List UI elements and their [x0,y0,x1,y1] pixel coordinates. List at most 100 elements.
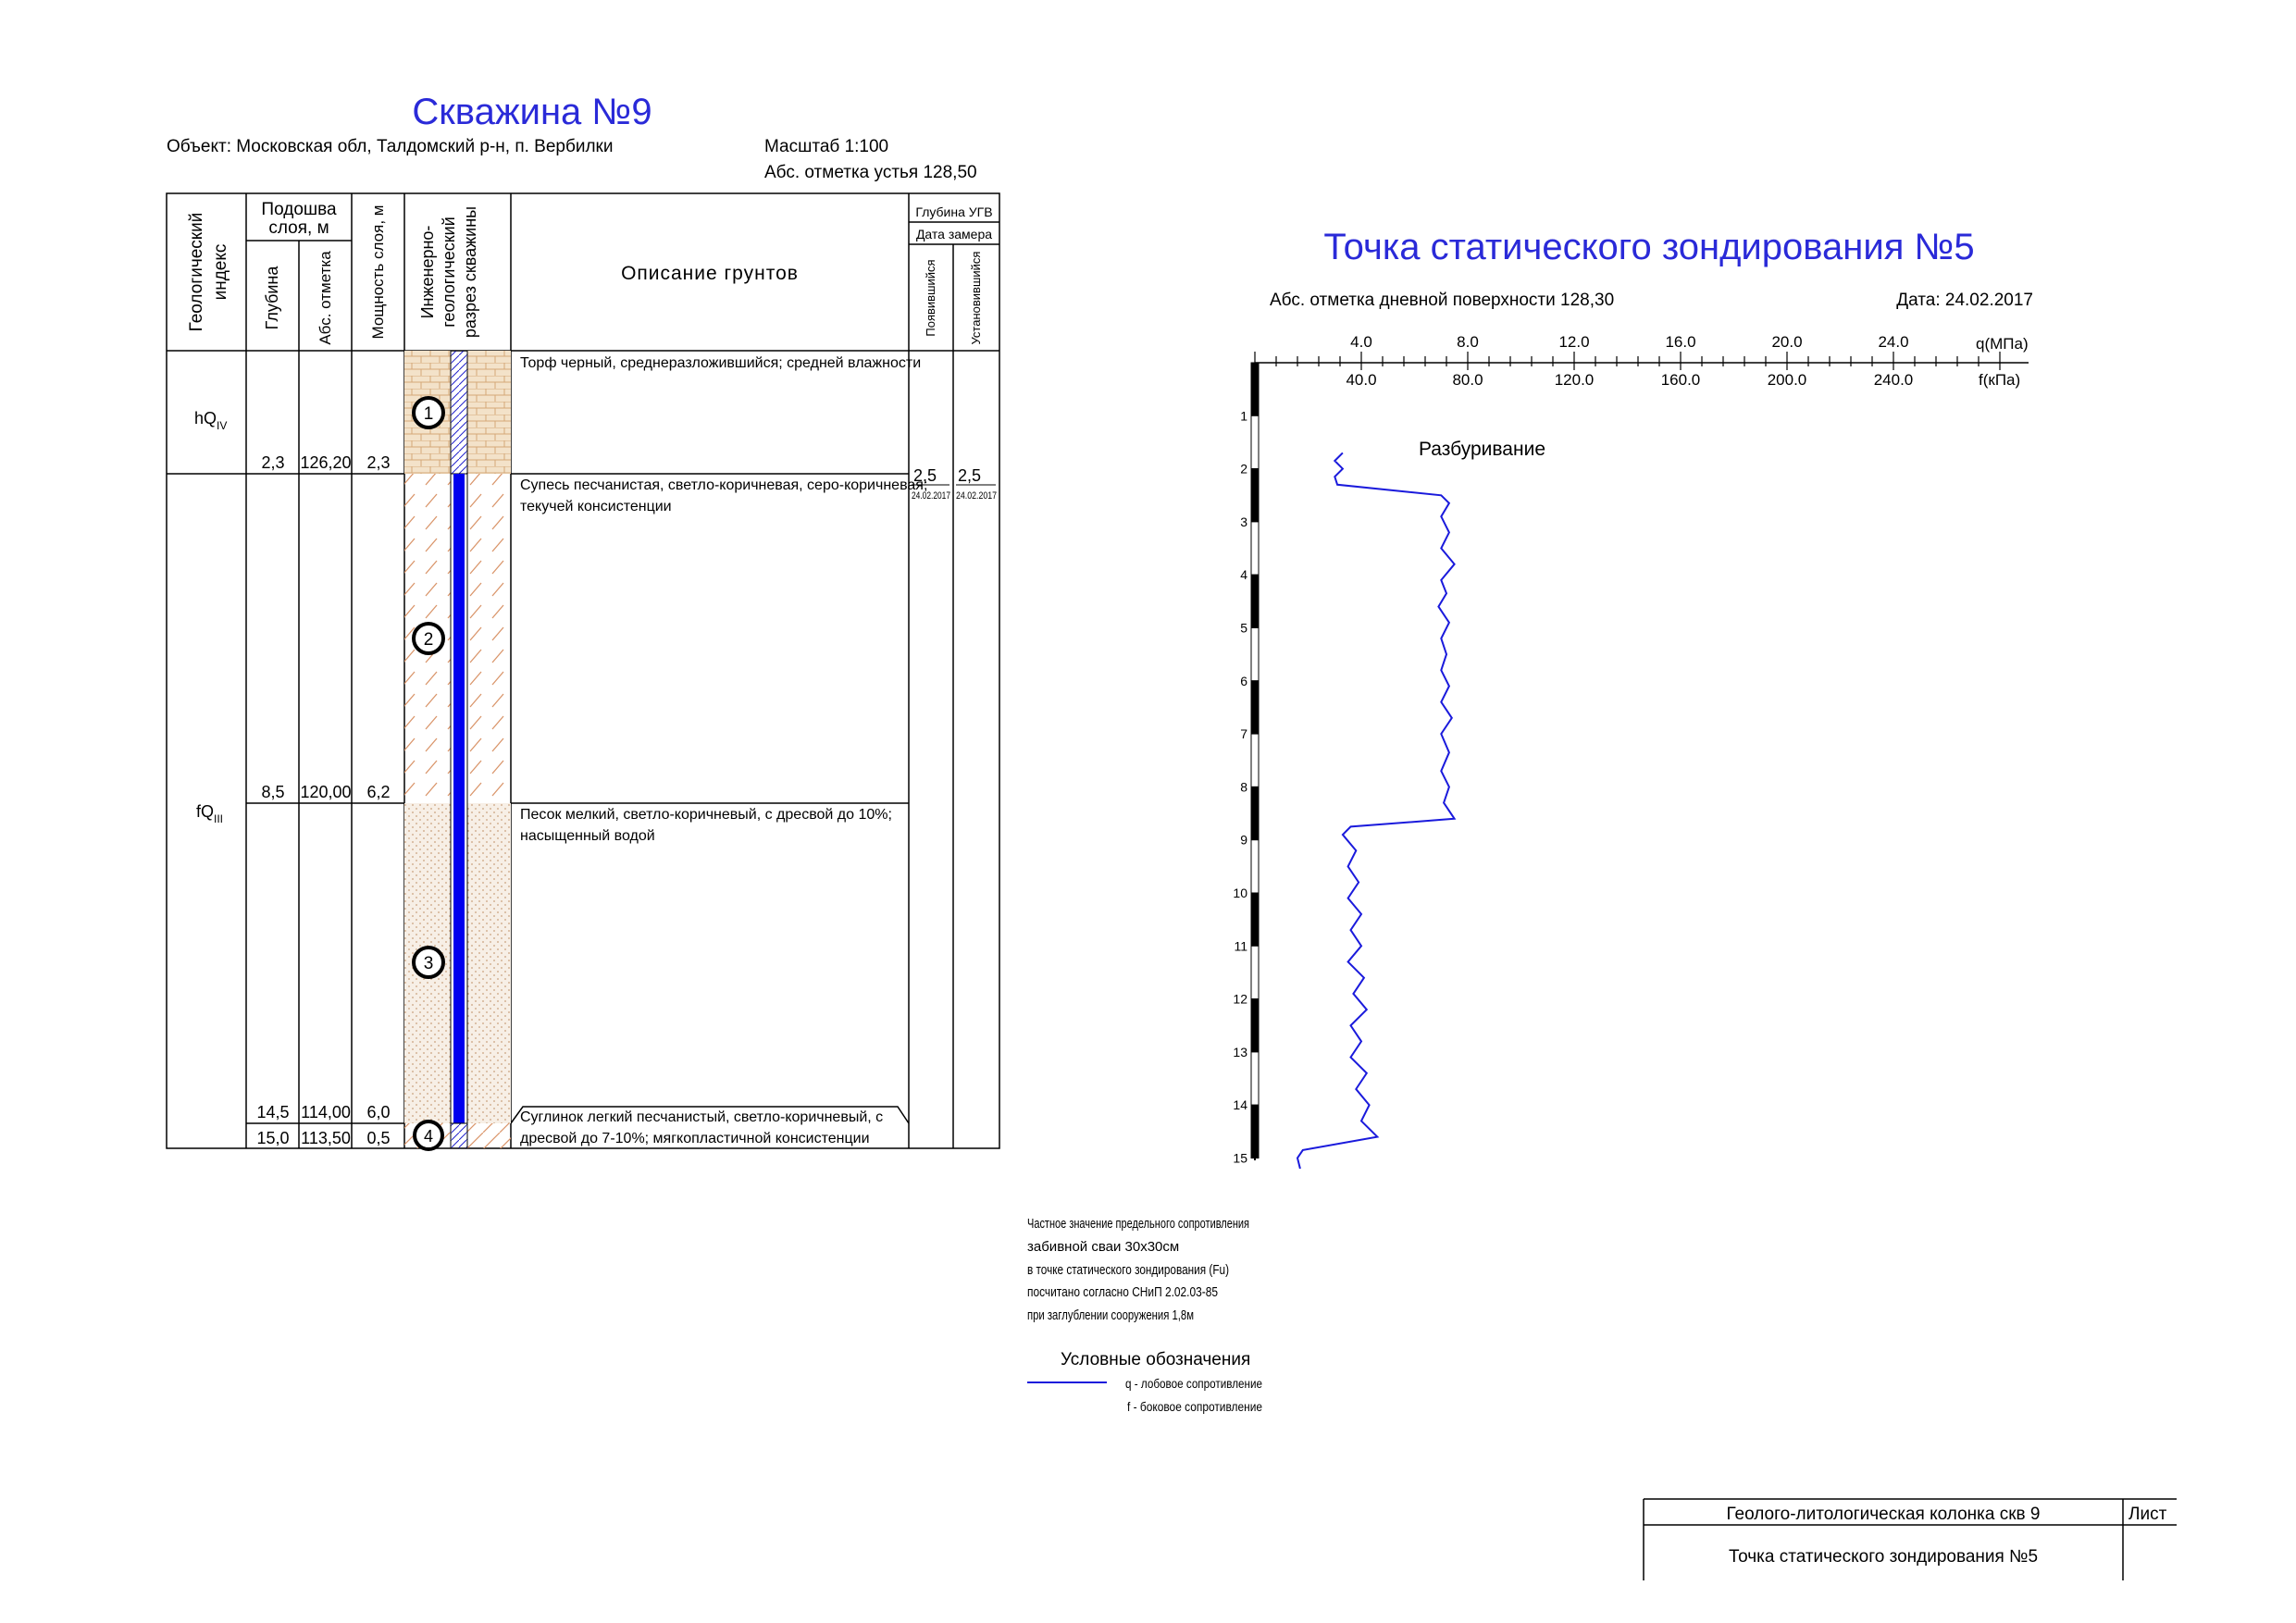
q-tick-marks [1254,352,2001,370]
layer4-thick: 0,5 [366,1129,390,1147]
header-section-1: Инженерно- [418,226,437,319]
layer3-description-2: насыщенный водой [520,828,655,844]
depth-tick-label: 1 [1240,408,1247,423]
depth-axis-segment [1250,786,1260,841]
stamp-subtitle: Точка статического зондирования №5 [1729,1547,2038,1567]
note-line-5: при заглублении сооружения 1,8м [1027,1307,1194,1323]
depth-tick-label: 14 [1233,1097,1247,1112]
sand-hatch-right [467,803,511,1123]
header-depth: Глубина [263,266,281,330]
depth-axis-segment [1250,945,1260,1000]
peat-hatch-right [467,351,511,474]
layer3-marker [412,946,445,979]
depth-axis-segment [1250,1104,1260,1158]
header-section-2: геологический [440,217,458,328]
cpt-elevation: Абс. отметка дневной поверхности 128,30 [1270,291,1614,310]
header-sole-1: Подошва [261,200,337,219]
svg-text:hQIV: hQIV [194,409,227,432]
header-established: Установившийся [969,252,983,345]
depth-axis-segment [1250,574,1260,629]
object-line: Объект: Московская обл, Талдомский р-н, … [167,137,614,156]
layer4-marker [413,1120,444,1151]
layer3-thick: 6,0 [366,1103,390,1121]
sandy-loam-hatch-right [467,474,511,803]
layer1-marker [412,396,445,429]
depth-tick-label: 12 [1233,992,1247,1007]
layer3-description-1: Песок мелкий, светло-коричневый, с дресв… [520,807,892,823]
ugv-established-date: 24.02.2017 [956,490,997,502]
depth-axis-segment [1250,521,1260,576]
ugv-appeared-date: 24.02.2017 [912,490,950,502]
depth-axis-segment [1250,839,1260,894]
layer4-depth: 15,0 [256,1129,289,1147]
depth-tick-label: 7 [1240,726,1247,741]
depth-tick-label: 3 [1240,514,1247,529]
stamp-sheet-label: Лист [2128,1505,2167,1524]
elevation-line: Абс. отметка устья 128,50 [764,163,977,182]
layer3-number: 3 [424,954,434,973]
layer1-depth: 2,3 [261,453,284,472]
depth-axis-segment [1250,998,1260,1053]
legend-f-text: f - боковое сопротивление [1127,1399,1262,1414]
casing-lower [450,1122,468,1149]
layer4-description-2: дресвой до 7-10%; мягкопластичной консис… [520,1131,870,1146]
legend-title: Условные обозначения [1061,1350,1250,1369]
f-tick-label: 40.0 [1346,371,1376,389]
layer4-number: 4 [424,1127,433,1146]
geo-index-fq: fQIII [196,802,223,825]
note-line-2: забивной сваи 30х30см [1027,1239,1179,1255]
layer1-abs: 126,20 [300,453,351,472]
depth-axis-segment [1250,415,1260,470]
f-tick-label: 120.0 [1555,371,1595,389]
q-tick-label: 4.0 [1350,333,1372,351]
borehole-table [166,192,1000,1149]
header-appeared: Появившийся [924,259,937,336]
drilling-annotation: Разбуривание [1419,439,1545,460]
layer1-description: Торф черный, среднеразложившийся; средне… [520,355,921,371]
depth-tick-label: 13 [1233,1045,1247,1059]
depth-axis-segment [1250,733,1260,787]
title-stamp [1643,1498,2177,1580]
casing-upper [450,350,468,475]
layer2-description-1: Супесь песчанистая, светло-коричневая, с… [520,477,927,493]
q-tick-label: 20.0 [1771,333,1802,351]
f-tick-label: 160.0 [1661,371,1701,389]
f-unit-label: f(кПа) [1979,371,2020,389]
layer2-marker [412,622,445,655]
layer4-description-1: Суглинок легкий песчанистый, светло-кори… [520,1109,883,1125]
legend: Условные обозначения q - лобовое сопроти… [1027,1350,1262,1414]
stamp-title: Геолого-литологическая колонка скв 9 [1727,1505,2041,1524]
note-line-3: в точке статического зондирования (Fu) [1027,1262,1229,1278]
layer1-number: 1 [424,404,434,424]
header-measure-date: Дата замера [916,227,992,242]
layer1-thick: 2,3 [366,453,390,472]
layer2-depth: 8,5 [261,783,284,801]
header-thickness: Мощность слоя, м [369,205,387,340]
header-ugv: Глубина УГВ [915,204,992,219]
depth-axis-segment [1250,1051,1260,1106]
cpt-title: Точка статического зондирования №5 [1323,227,1974,267]
note-line-4: посчитано согласно СНиП 2.02.03-85 [1027,1284,1218,1300]
q-tick-label: 24.0 [1878,333,1908,351]
header-section-3: разрез скважины [461,206,479,338]
layer2-description-2: текучей консистенции [520,499,672,514]
header-geo-index-1: Геологический [187,213,206,332]
depth-axis-segment [1250,627,1260,682]
header-sole-2: слоя, м [268,218,329,238]
q-resistance-line [1296,452,1457,1170]
depth-tick-label: 10 [1233,886,1247,900]
depth-axis-segment [1250,680,1260,735]
cpt-date: Дата: 24.02.2017 [1896,291,2033,310]
f-tick-label: 240.0 [1874,371,1914,389]
layer4-abs: 113,50 [301,1129,351,1147]
loam-hatch-right [467,1123,511,1148]
header-geo-index-2: индекс [211,244,230,301]
depth-tick-label: 8 [1240,779,1247,794]
layer2-number: 2 [424,630,434,650]
q-tick-label: 8.0 [1457,333,1479,351]
f-tick-label: 80.0 [1452,371,1483,389]
depth-axis-segment [1250,468,1260,523]
